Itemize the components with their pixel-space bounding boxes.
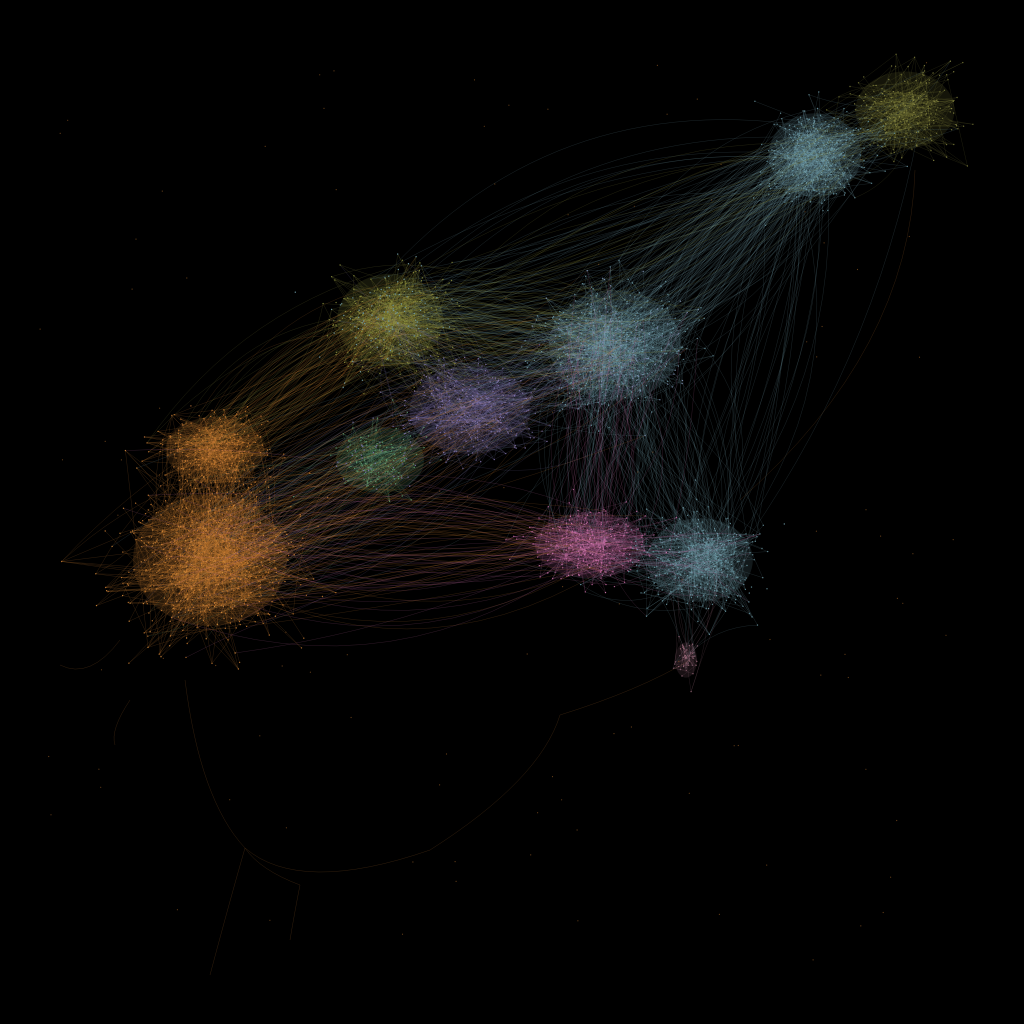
nodes-green-center-left [292, 399, 442, 503]
cluster-glow-layer [133, 71, 955, 678]
cluster-glow-steel-blue-center [549, 290, 681, 400]
cluster-glow-mauve-small-bottom [675, 642, 697, 678]
edge-bundle-6 [123, 266, 761, 658]
cluster-glow-orange-upper-left [165, 417, 265, 483]
cluster-glow-olive-blue-upper-left [337, 273, 443, 367]
node-layer [39, 53, 974, 961]
cluster-glow-orange-left [133, 494, 287, 626]
cluster-glow-olive-top-right [855, 71, 955, 149]
nodes-olive-top-right [825, 53, 974, 167]
cluster-glow-pink-lower-center [535, 512, 645, 578]
edge-bundle-0 [111, 61, 958, 664]
edge-bundle-3 [128, 263, 679, 624]
cluster-glow-steel-blue-lower-right [647, 518, 753, 602]
edge-bundle-4 [147, 399, 442, 639]
